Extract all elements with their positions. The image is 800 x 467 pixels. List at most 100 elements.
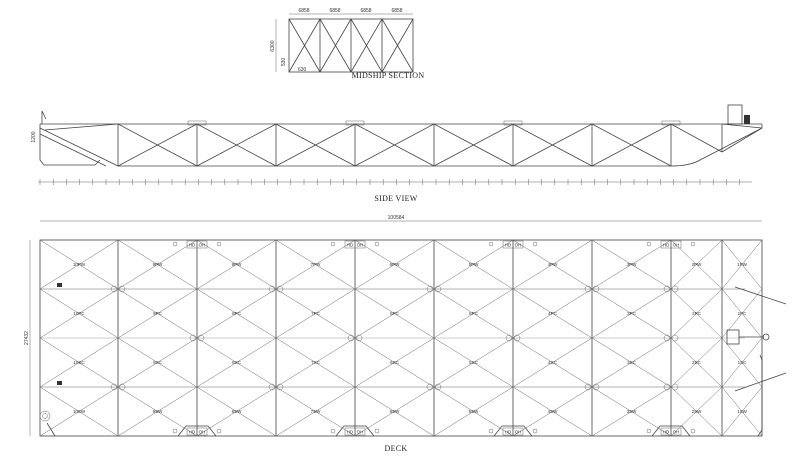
deck-manhole-icon [347, 334, 355, 342]
deck-vent-icon [330, 428, 336, 434]
deck-manhole-icon [584, 383, 592, 391]
deck-vent-icon [646, 428, 652, 434]
deck-vent-icon [646, 241, 652, 247]
hatch-label: HD [347, 243, 354, 248]
tank-label: 5SC [469, 360, 479, 365]
deck-hatch-trunk [335, 425, 375, 437]
tank-label: 4PW [548, 262, 559, 267]
deck-vent-icon [532, 428, 538, 434]
tank-label: 10PC [73, 311, 85, 316]
tank-label: 4PC [548, 311, 558, 316]
midship-diagonal-brace [381, 18, 414, 73]
deck-hatch-trunk [177, 425, 217, 437]
deck-vent-icon [690, 241, 696, 247]
tank-label: 7PW [311, 262, 322, 267]
deck-piping [757, 354, 763, 437]
tank-label: 10SW [73, 409, 86, 414]
deck-diagonal-brace [670, 239, 723, 290]
deck-diagonal-brace [354, 337, 435, 388]
deck-manhole-icon [276, 383, 284, 391]
deck-vent-icon [532, 241, 538, 247]
deck-manhole-icon [592, 383, 600, 391]
deck-manhole-icon [118, 285, 126, 293]
deck-diagonal-brace [39, 288, 119, 339]
tank-label: 1SW [737, 409, 748, 414]
deck-title: DECK [385, 444, 408, 453]
side-diagonal-brace [433, 123, 514, 167]
deck-vent-icon [330, 241, 336, 247]
deck-diagonal-brace [117, 239, 198, 290]
deck-diagonal-brace [721, 337, 763, 388]
deck-diagonal-brace [591, 337, 672, 388]
tank-label: 7SW [311, 409, 322, 414]
tank-label: 5PW [469, 262, 480, 267]
tank-label: 1PC [738, 311, 748, 316]
tank-label: 5PC [469, 311, 479, 316]
deck-diagonal-brace [196, 288, 277, 339]
hatch-label: OH [673, 430, 680, 435]
deck-diagonal-brace [433, 239, 514, 290]
deck-hatch [660, 240, 682, 249]
side-hatch-coaming [345, 120, 365, 126]
deck-manhole-icon [426, 383, 434, 391]
side-windlass-icon [744, 115, 750, 124]
deck-diagonal-brace [117, 288, 198, 339]
deck-manhole-icon [592, 285, 600, 293]
deck-capstan-icon [39, 410, 51, 422]
deck-manhole-icon [189, 334, 197, 342]
side-diagonal-brace [196, 123, 277, 167]
side-bow-profile [670, 124, 763, 167]
tank-label: 2PW [692, 262, 703, 267]
deck-diagonal-brace [275, 239, 356, 290]
tank-label: 1SC [738, 360, 748, 365]
deck-hatch [660, 427, 682, 436]
side-view-depth-label: 1200 [31, 131, 37, 142]
deck-diagonal-brace [512, 239, 593, 290]
hatch-label: HD [189, 243, 196, 248]
hatch-label: HD [189, 430, 196, 435]
deck-anchor-wire [734, 372, 787, 392]
side-view: 1200 SIDE VIEW [31, 104, 763, 203]
deck-vent-icon [216, 241, 222, 247]
tank-label: 3PW [627, 262, 638, 267]
deck-diagonal-brace [39, 386, 119, 437]
deck-bollard-icon [57, 283, 62, 287]
deck-breadth-label: 27432 [24, 331, 30, 345]
midship-bay-width-4: 6858 [391, 8, 402, 14]
deck-diagonal-brace [591, 239, 672, 290]
tank-label: 2SC [692, 360, 702, 365]
deck-manhole-icon [197, 334, 205, 342]
tank-label: 7PC [311, 311, 321, 316]
deck-manhole-icon [110, 383, 118, 391]
deck-vent-icon [172, 241, 178, 247]
tank-label: 9PW [153, 262, 164, 267]
deck-fairlead-icon [762, 333, 770, 341]
midship-sub-dimension-1: 530 [281, 58, 287, 67]
deck-diagonal-brace [591, 288, 672, 339]
deck-manhole-icon [268, 285, 276, 293]
deck-diagonal-brace [39, 239, 119, 290]
deck-diagonal-brace [433, 337, 514, 388]
deck-diagonal-brace [196, 337, 277, 388]
deck-manhole-icon [671, 285, 679, 293]
deck-hatch [186, 240, 208, 249]
deck-windlass-icon [726, 329, 740, 345]
side-deckhouse [727, 104, 743, 125]
midship-diagonal-brace [319, 18, 352, 73]
tank-label: 8PC [232, 311, 242, 316]
deck-manhole-icon [355, 334, 363, 342]
deck-manhole-icon [663, 334, 671, 342]
hatch-label: OH [515, 243, 522, 248]
tank-label: 1PW [737, 262, 748, 267]
midship-depth-label: 6300 [270, 40, 276, 51]
deck-vent-icon [690, 428, 696, 434]
hatch-label: HD [505, 243, 512, 248]
midship-diagonal-brace [350, 18, 383, 73]
deck-hatch [502, 240, 524, 249]
deck-manhole-icon [434, 383, 442, 391]
deck-vent-icon [488, 428, 494, 434]
side-stern-rake [39, 127, 119, 167]
hatch-label: OH [357, 243, 364, 248]
deck-diagonal-brace [275, 386, 356, 437]
